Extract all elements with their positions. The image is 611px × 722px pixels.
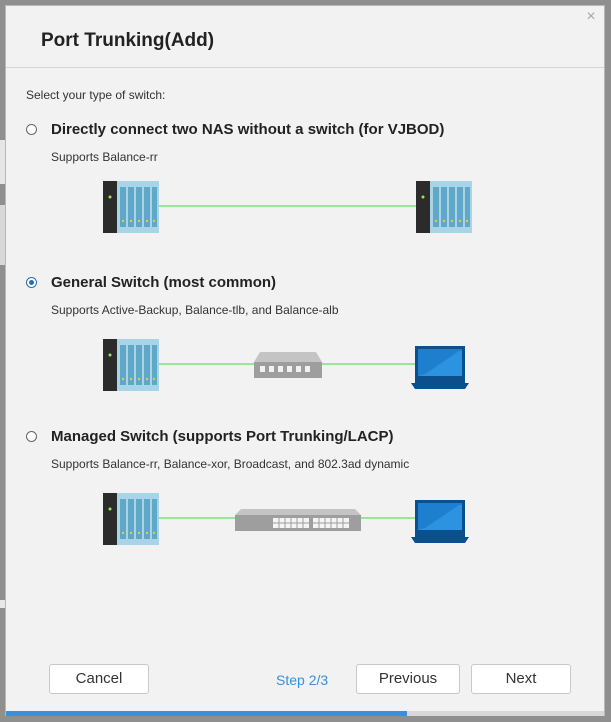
nas-icon	[103, 493, 159, 545]
nas-icon	[103, 181, 159, 233]
switch-type-prompt: Select your type of switch:	[26, 88, 166, 102]
option-description: Supports Active-Backup, Balance-tlb, and…	[51, 303, 339, 317]
close-icon[interactable]: ×	[586, 8, 596, 25]
step-indicator: Step 2/3	[276, 672, 329, 688]
option-label: Directly connect two NAS without a switc…	[51, 121, 445, 138]
radio-managed-switch[interactable]	[26, 431, 37, 442]
radio-general-switch[interactable]	[26, 277, 37, 288]
laptop-icon	[411, 500, 469, 543]
general-switch-diagram	[103, 339, 469, 391]
previous-button[interactable]: Previous	[356, 664, 460, 694]
progress-fill	[6, 711, 407, 716]
option-general-switch[interactable]: General Switch (most common) Supports Ac…	[6, 274, 606, 414]
option-label: General Switch (most common)	[51, 274, 277, 291]
switch-icon	[254, 352, 322, 378]
dialog-header: Port Trunking(Add)	[6, 6, 604, 68]
progress-bar	[6, 711, 604, 716]
radio-direct-connect[interactable]	[26, 124, 37, 135]
option-description: Supports Balance-rr, Balance-xor, Broadc…	[51, 457, 410, 471]
background-panel	[0, 600, 6, 608]
port-trunking-dialog: Port Trunking(Add) × Select your type of…	[5, 5, 605, 716]
next-button[interactable]: Next	[471, 664, 571, 694]
option-description: Supports Balance-rr	[51, 150, 158, 164]
nas-icon	[416, 181, 472, 233]
background-panel	[0, 205, 6, 265]
option-label: Managed Switch (supports Port Trunking/L…	[51, 428, 394, 445]
laptop-icon	[411, 346, 469, 389]
background-panel	[0, 140, 6, 184]
direct-connect-diagram	[103, 181, 472, 233]
managed-switch-diagram	[103, 493, 469, 545]
option-direct-connect[interactable]: Directly connect two NAS without a switc…	[6, 121, 606, 261]
option-managed-switch[interactable]: Managed Switch (supports Port Trunking/L…	[6, 428, 606, 568]
dialog-title: Port Trunking(Add)	[41, 30, 215, 51]
cancel-button[interactable]: Cancel	[49, 664, 149, 694]
nas-icon	[103, 339, 159, 391]
managed-switch-icon	[235, 509, 361, 531]
